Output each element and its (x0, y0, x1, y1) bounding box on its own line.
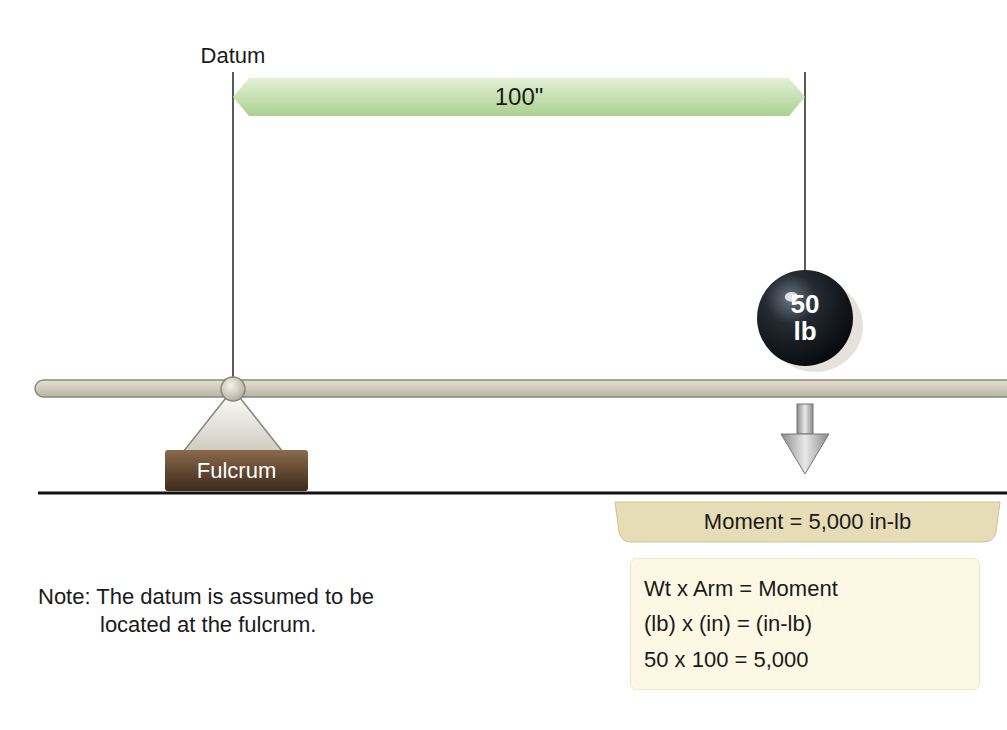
fulcrum-base-text: Fulcrum (197, 459, 276, 482)
moment-tab-text: Moment = 5,000 in-lb (704, 510, 911, 533)
pivot (221, 377, 245, 401)
formula-box: Wt x Arm = Moment(lb) x (in) = (in-lb)50… (630, 558, 980, 690)
fulcrum-base: Fulcrum (165, 450, 308, 491)
force-arrow-head (781, 434, 829, 474)
datum-label: Datum (201, 42, 266, 70)
formula-box-text: Wt x Arm = Moment (644, 571, 838, 606)
weight-ball: 50 lb (757, 270, 853, 366)
formula-box-text: 50 x 100 = 5,000 (644, 642, 809, 677)
formula-box-text: (lb) x (in) = (in-lb) (644, 606, 812, 641)
note-text: Note: The datum is assumed to be located… (38, 583, 445, 638)
dimension-band: 100" (233, 78, 805, 116)
weight-ball-text: 50 lb (781, 291, 829, 346)
force-arrow-shaft (797, 404, 813, 434)
lever-beam (35, 380, 1007, 397)
datum-line (232, 72, 234, 382)
ground-line (38, 492, 1007, 495)
weight-line (804, 72, 806, 272)
moment-tab: Moment = 5,000 in-lb (615, 502, 1000, 542)
dimension-band-text: 100" (495, 84, 544, 109)
